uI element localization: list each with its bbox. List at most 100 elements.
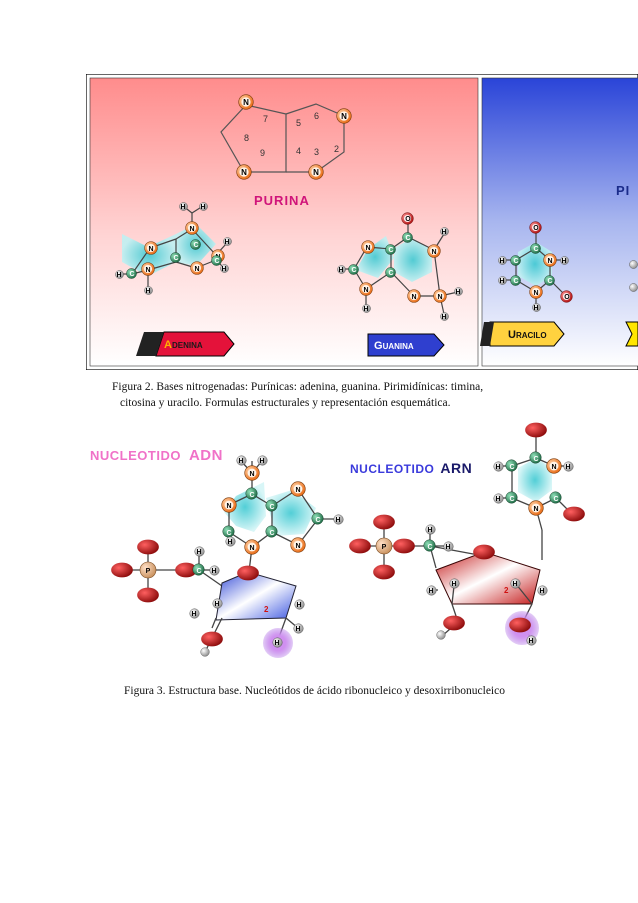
svg-text:H: H (495, 464, 500, 471)
svg-text:H: H (221, 266, 226, 273)
svg-text:H: H (214, 601, 219, 608)
svg-text:H: H (428, 588, 433, 595)
svg-text:H: H (539, 588, 544, 595)
svg-text:H: H (561, 258, 566, 265)
svg-text:URACILO: URACILO (508, 329, 547, 341)
svg-text:ADENINA: ADENINA (164, 339, 203, 351)
svg-text:H: H (191, 611, 196, 618)
svg-text:N: N (226, 503, 231, 510)
svg-text:C: C (388, 270, 393, 277)
svg-text:2: 2 (504, 586, 509, 595)
svg-text:N: N (145, 267, 150, 274)
uracilo-label: URACILO (480, 321, 565, 347)
svg-text:N: N (431, 249, 436, 256)
svg-text:C: C (388, 247, 393, 254)
svg-text:H: H (224, 239, 229, 246)
svg-text:C: C (193, 242, 198, 249)
svg-text:N: N (249, 545, 254, 552)
svg-text:4: 4 (296, 146, 301, 156)
pirimidina-panel (481, 77, 638, 367)
svg-text:C: C (513, 258, 518, 265)
adn-nucleotide: 2 H H N C N N C C H C C H N N P H C H H (111, 455, 344, 658)
svg-text:H: H (296, 602, 301, 609)
svg-text:H: H (145, 288, 150, 295)
svg-text:2: 2 (334, 144, 339, 154)
figure-2-caption-line-1: Figura 2. Bases nitrogenadas: Purínicas:… (112, 381, 484, 393)
svg-text:N: N (241, 168, 247, 177)
svg-text:H: H (238, 458, 243, 465)
svg-text:H: H (445, 544, 450, 551)
svg-text:P: P (146, 568, 151, 575)
svg-text:C: C (547, 278, 552, 285)
svg-text:C: C (249, 492, 254, 499)
svg-text:C: C (196, 568, 201, 575)
purine-nitrogens: N N N N (236, 94, 352, 180)
figure-3-caption: Figura 3. Estructura base. Nucleótidos d… (124, 685, 505, 697)
svg-text:3: 3 (314, 147, 319, 157)
purina-panel (89, 77, 479, 367)
svg-text:H: H (274, 640, 279, 647)
svg-text:O: O (564, 294, 570, 301)
svg-text:N: N (249, 471, 254, 478)
adenina-label: ADENINA (136, 331, 235, 357)
svg-text:H: H (495, 496, 500, 503)
svg-text:C: C (351, 267, 356, 274)
partial-label-edge (625, 321, 638, 347)
svg-text:C: C (509, 464, 514, 471)
svg-text:N: N (341, 112, 347, 121)
svg-text:H: H (211, 568, 216, 575)
svg-text:C: C (173, 255, 178, 262)
svg-text:C: C (533, 246, 538, 253)
svg-text:H: H (200, 204, 205, 211)
svg-text:H: H (499, 278, 504, 285)
svg-text:H: H (441, 314, 446, 321)
svg-text:H: H (533, 305, 538, 312)
adenina-molecule: H H N C H N N C C H N C N H H (115, 202, 232, 295)
svg-text:H: H (512, 581, 517, 588)
svg-text:O: O (405, 216, 411, 223)
svg-text:C: C (269, 530, 274, 537)
svg-text:H: H (499, 258, 504, 265)
figure-2-caption-line-2: citosina y uracilo. Formulas estructural… (120, 397, 451, 409)
svg-text:H: H (196, 549, 201, 556)
svg-text:C: C (533, 456, 538, 463)
arn-nucleotide: 2 C H C N H H C C N P H C H H H H H (349, 422, 585, 646)
svg-text:N: N (437, 294, 442, 301)
uracilo-molecule: O C H C N H H C C N O H (498, 221, 573, 312)
svg-text:H: H (441, 229, 446, 236)
svg-text:N: N (551, 464, 556, 471)
svg-text:N: N (411, 294, 416, 301)
svg-text:C: C (509, 496, 514, 503)
purina-label: PURINA (254, 193, 310, 208)
svg-text:H: H (227, 539, 232, 546)
svg-text:C: C (315, 517, 320, 524)
guanina-molecule: O H C N C N C H C N N N H H H (337, 212, 463, 321)
svg-text:C: C (553, 496, 558, 503)
guanina-label: GUANINA (367, 333, 445, 357)
svg-text:H: H (295, 626, 300, 633)
svg-text:N: N (533, 506, 538, 513)
svg-text:GUANINA: GUANINA (374, 340, 414, 352)
svg-text:9: 9 (260, 148, 265, 158)
pirimidina-label: PI (616, 183, 630, 198)
svg-text:N: N (547, 258, 552, 265)
svg-text:H: H (180, 204, 185, 211)
svg-text:7: 7 (263, 114, 268, 124)
svg-text:C: C (269, 504, 274, 511)
figure-2-bases: 7 5 6 8 9 4 3 2 N N N N PURINA PI H H N … (85, 73, 638, 371)
svg-text:H: H (116, 272, 121, 279)
purine-numbers: 7 5 6 8 9 4 3 2 (244, 111, 339, 158)
svg-text:6: 6 (314, 111, 319, 121)
svg-text:C: C (214, 258, 219, 265)
svg-text:8: 8 (244, 133, 249, 143)
svg-text:H: H (455, 289, 460, 296)
svg-text:2: 2 (264, 605, 269, 614)
svg-text:C: C (427, 544, 432, 551)
svg-text:N: N (295, 487, 300, 494)
svg-text:C: C (226, 530, 231, 537)
svg-text:N: N (194, 266, 199, 273)
svg-text:H: H (259, 458, 264, 465)
svg-text:C: C (405, 235, 410, 242)
